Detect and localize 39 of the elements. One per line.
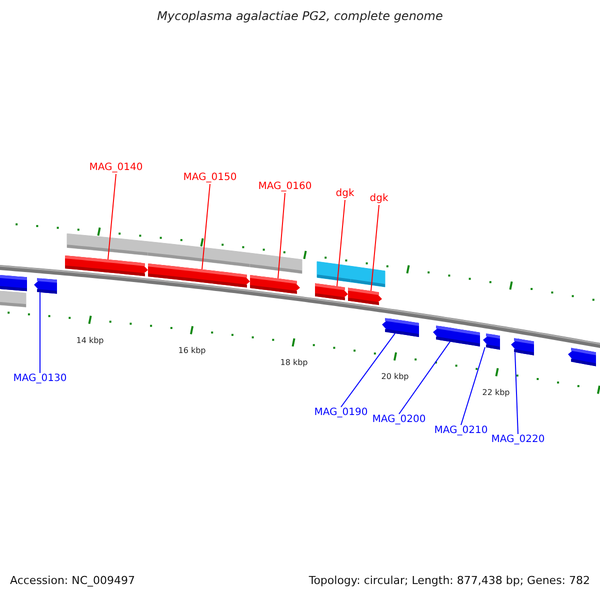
gene-feature xyxy=(511,338,534,356)
gene-feature xyxy=(0,274,27,292)
gene-feature xyxy=(148,264,250,288)
gene-feature xyxy=(348,288,382,306)
scale-label: 16 kbp xyxy=(178,345,206,357)
gene-label: MAG_0200 xyxy=(372,414,426,425)
gene-feature xyxy=(483,333,500,350)
leader-line xyxy=(460,346,486,426)
leader-line xyxy=(340,332,396,408)
leader-line xyxy=(202,184,210,270)
gene-feature xyxy=(65,255,148,276)
gene-label: MAG_0190 xyxy=(314,407,368,418)
gene-label: MAG_0140 xyxy=(89,162,143,173)
gene-label: MAG_0130 xyxy=(13,373,67,384)
chart-title: Mycoplasma agalactiae PG2, complete genome xyxy=(156,10,444,22)
gene-label: MAG_0220 xyxy=(491,434,545,445)
leader-line xyxy=(370,204,380,292)
gene-feature xyxy=(315,283,348,300)
scale-label: 20 kbp xyxy=(381,371,409,383)
footer-text: Accession: NC_009497 xyxy=(10,575,136,587)
leader-line xyxy=(514,352,518,434)
gene-feature xyxy=(34,278,57,294)
scale-label: 18 kbp xyxy=(280,357,308,369)
footer-text: Topology: circular; Length: 877,438 bp; Genes: 782 xyxy=(308,575,590,587)
gene-feature xyxy=(433,326,480,346)
gene-label: MAG_0160 xyxy=(258,181,312,192)
gene-feature xyxy=(250,275,300,294)
gene-label: dgk xyxy=(336,188,354,199)
leader-line xyxy=(278,192,286,279)
leader-line xyxy=(336,200,346,287)
gene-label: MAG_0210 xyxy=(434,425,488,436)
leader-line xyxy=(398,341,450,414)
gene-label: dgk xyxy=(370,193,388,204)
leader-line xyxy=(108,174,116,260)
gene-feature xyxy=(382,318,419,337)
scale-label: 22 kbp xyxy=(482,387,510,399)
scale-label: 14 kbp xyxy=(76,335,104,347)
gene-label: MAG_0150 xyxy=(183,172,237,183)
gene-feature xyxy=(568,348,596,366)
